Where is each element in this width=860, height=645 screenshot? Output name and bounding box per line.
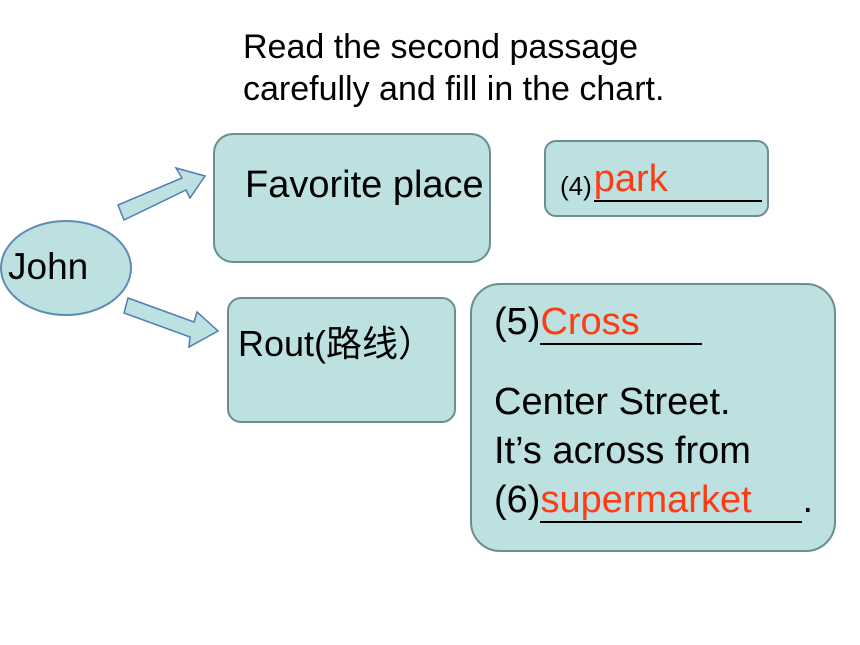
instruction-line-2: carefully and fill in the chart. (243, 70, 665, 108)
answer-5-6-box: (5)Cross Center Street. It’s across from… (470, 283, 836, 552)
answer-4-box: (4)park (544, 140, 769, 217)
route-box: Rout(路线） (227, 297, 456, 423)
instruction-text: Read the second passage carefully and fi… (243, 26, 664, 110)
answer-5-blank: Cross (540, 303, 703, 345)
instruction-line-1: Read the second passage (243, 28, 639, 66)
favorite-place-box: Favorite place (213, 133, 491, 263)
john-label: John (8, 246, 89, 287)
route-text-2: It’s across from (494, 430, 751, 472)
route-label: Rout(路线） (238, 323, 435, 364)
question-6-number: (6) (494, 479, 541, 521)
route-text-1: Center Street. (494, 381, 731, 423)
answer-6-blank: supermarket (540, 481, 803, 523)
john-node: John (0, 220, 132, 316)
answer-4-blank: park (593, 160, 762, 202)
question-5-number: (5) (494, 301, 541, 343)
question-4-number: (4) (560, 171, 592, 201)
arrow-to-favorite-place (117, 166, 207, 222)
favorite-place-label: Favorite place (245, 164, 484, 206)
answer-6-period: . (802, 479, 814, 521)
arrow-to-route (123, 297, 220, 349)
